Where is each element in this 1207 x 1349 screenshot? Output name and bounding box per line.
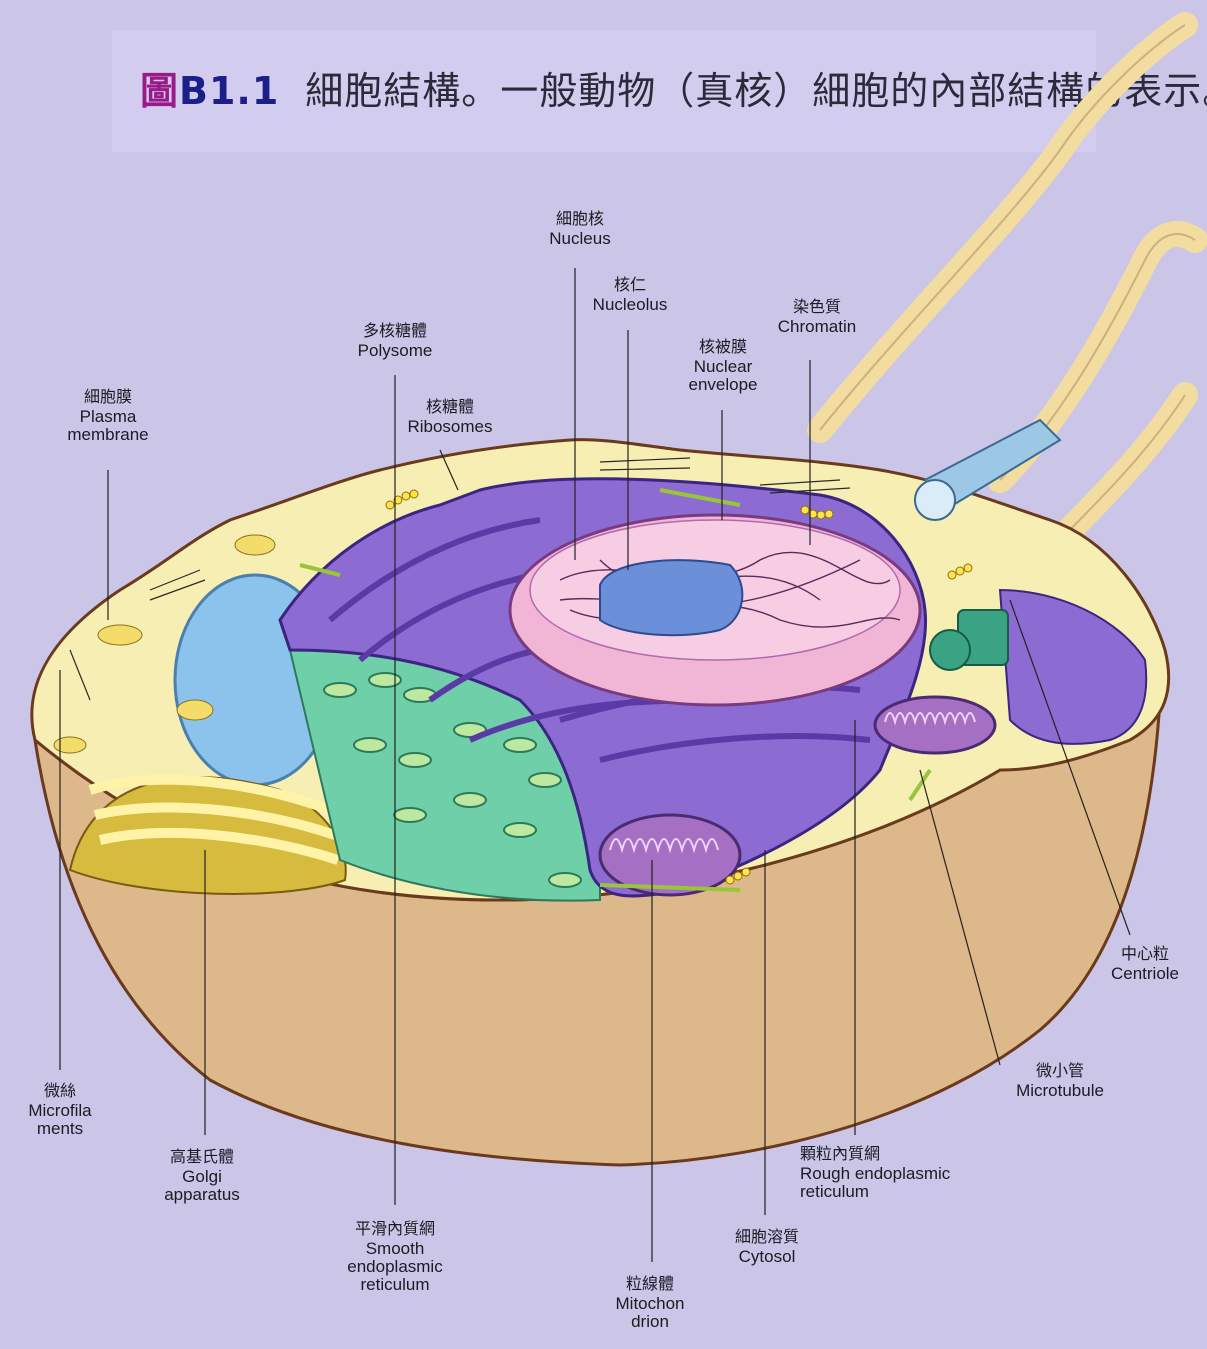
label-nuclear-envelope-en: Nuclear [668,358,778,376]
label-chromatin-zh: 染色質 [762,298,872,316]
label-microtubule-en: Microtubule [995,1082,1125,1100]
label-nucleus-en: Nucleus [530,230,630,248]
label-polysome-zh: 多核糖體 [335,322,455,340]
label-centriole-zh: 中心粒 [1090,945,1200,963]
label-centriole: 中心粒 Centriole [1090,945,1200,983]
label-microtubule-zh: 微小管 [995,1062,1125,1080]
label-plasma-membrane: 細胞膜 Plasma membrane [50,388,166,444]
nucleus-shape [510,515,920,705]
label-mitochondrion-en: Mitochon [595,1295,705,1313]
label-nucleus: 細胞核 Nucleus [530,210,630,248]
label-smooth-er-en: Smooth [325,1240,465,1258]
label-smooth-er-en2: endoplasmic [325,1258,465,1276]
label-ribosomes-zh: 核糖體 [395,398,505,416]
label-rough-er-en2: reticulum [800,1183,1010,1201]
label-golgi-en2: apparatus [142,1186,262,1204]
label-centriole-en: Centriole [1090,965,1200,983]
label-smooth-er-zh: 平滑內質網 [325,1220,465,1238]
label-microtubule: 微小管 Microtubule [995,1062,1125,1100]
label-chromatin: 染色質 Chromatin [762,298,872,336]
label-plasma-membrane-en2: membrane [50,426,166,444]
label-plasma-membrane-en: Plasma [50,408,166,426]
label-plasma-membrane-zh: 細胞膜 [50,388,166,406]
label-polysome: 多核糖體 Polysome [335,322,455,360]
label-nucleolus-zh: 核仁 [575,276,685,294]
label-polysome-en: Polysome [335,342,455,360]
label-nucleus-zh: 細胞核 [530,210,630,228]
label-ribosomes: 核糖體 Ribosomes [395,398,505,436]
label-smooth-er-en3: reticulum [325,1276,465,1294]
label-ribosomes-en: Ribosomes [395,418,505,436]
label-golgi: 高基氏體 Golgi apparatus [142,1148,262,1204]
label-nuclear-envelope: 核被膜 Nuclear envelope [668,338,778,394]
label-rough-er: 顆粒內質網 Rough endoplasmic reticulum [800,1145,1010,1201]
label-microfilaments-en2: ments [10,1120,110,1138]
label-rough-er-zh: 顆粒內質網 [800,1145,1010,1163]
label-cytosol-en: Cytosol [712,1248,822,1266]
label-mitochondrion-en2: drion [595,1313,705,1331]
label-golgi-zh: 高基氏體 [142,1148,262,1166]
label-microfilaments-zh: 微絲 [10,1082,110,1100]
label-nucleolus-en: Nucleolus [575,296,685,314]
label-microfilaments: 微絲 Microfila ments [10,1082,110,1138]
label-cytosol-zh: 細胞溶質 [712,1228,822,1246]
label-mitochondrion-zh: 粒線體 [595,1275,705,1293]
label-mitochondrion: 粒線體 Mitochon drion [595,1275,705,1331]
label-microfilaments-en: Microfila [10,1102,110,1120]
label-nuclear-envelope-zh: 核被膜 [668,338,778,356]
label-nuclear-envelope-en2: envelope [668,376,778,394]
label-nucleolus: 核仁 Nucleolus [575,276,685,314]
nucleolus-shape [600,560,742,635]
label-golgi-en: Golgi [142,1168,262,1186]
label-rough-er-en: Rough endoplasmic [800,1165,1010,1183]
label-cytosol: 細胞溶質 Cytosol [712,1228,822,1266]
label-chromatin-en: Chromatin [762,318,872,336]
label-smooth-er: 平滑內質網 Smooth endoplasmic reticulum [325,1220,465,1294]
